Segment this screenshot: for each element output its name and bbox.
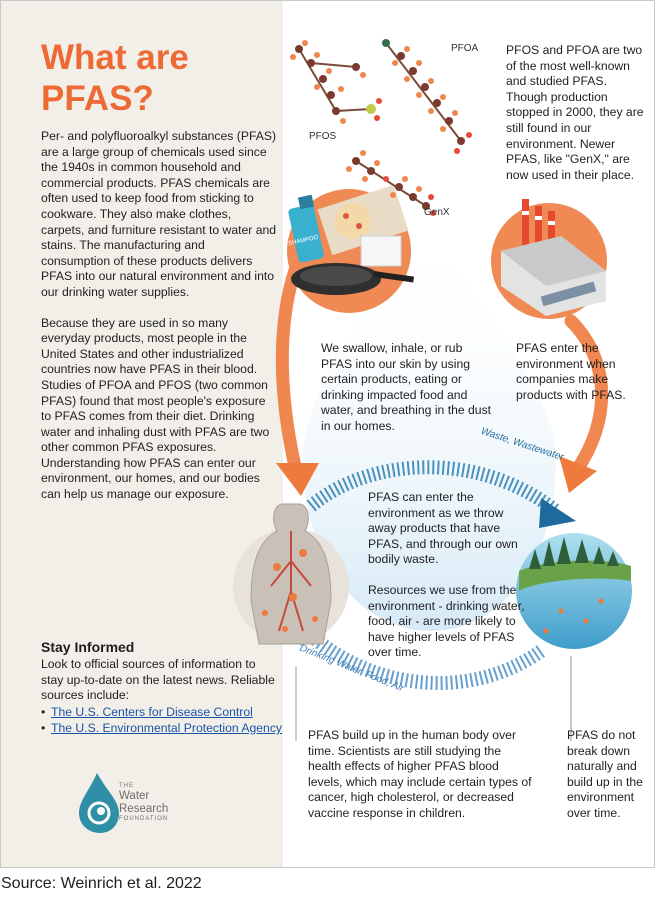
waste-arrowhead (539, 498, 576, 528)
intro-paragraph-1: Per- and polyfluoroalkyl substances (PFA… (41, 129, 277, 299)
factory-roof (501, 236, 606, 286)
left-orange-arrowhead (276, 463, 319, 496)
stay-informed-heading: Stay Informed (41, 639, 135, 655)
pan-handle (373, 271, 415, 283)
water-research-logo: THE Water Research FOUNDATION (119, 783, 168, 823)
title-line-2: PFAS? (41, 79, 154, 118)
napkin-box (360, 235, 402, 267)
blood-vessels (270, 531, 312, 632)
pfas-dot-4 (262, 610, 268, 616)
pizza-topping-2 (356, 223, 362, 229)
pfas-dot-5 (312, 616, 318, 622)
right-orange-arrow (564, 314, 609, 478)
stack-stripe-2 (535, 216, 542, 220)
smokestack-3 (548, 211, 555, 254)
shampoo-cap (297, 194, 315, 210)
pfas-infographic: What are PFAS? Per- and polyfluoroalkyl … (0, 0, 655, 868)
shampoo-bottle (288, 204, 324, 263)
source-caption: Source: Weinrich et al. 2022 (1, 875, 202, 892)
source-link-item[interactable]: The U.S. Environmental Protection Agency (41, 720, 282, 736)
pfas-dot-2 (299, 549, 307, 557)
stay-informed-body: Look to official sources of information … (41, 657, 275, 703)
logo-the: THE (119, 783, 134, 789)
lake-pfas-2 (583, 618, 589, 624)
pizza (335, 203, 371, 239)
pfas-dot-1 (273, 563, 281, 571)
enter-environment-description: PFAS enter the environment when companie… (516, 341, 626, 402)
pfas-dot-6 (282, 626, 288, 632)
waste-cycle-description: PFAS can enter the environment as we thr… (368, 490, 518, 567)
cdc-link[interactable]: The U.S. Centers for Disease Control (51, 705, 253, 719)
lake-circle (516, 533, 632, 649)
water-drop-shape (303, 211, 556, 631)
pfas-dot-3 (289, 593, 297, 601)
lake-pfas-1 (558, 608, 564, 614)
frying-pan-inner (300, 266, 372, 286)
pfoa-label: PFOA (451, 43, 479, 54)
epa-link[interactable]: The U.S. Environmental Protection Agency (51, 721, 283, 735)
genx-molecule (346, 150, 436, 216)
stack-stripe-3 (548, 221, 555, 225)
pfos-molecule (290, 40, 382, 124)
lake-trees (529, 537, 619, 569)
lake-pfas-3 (598, 598, 604, 604)
factory-windows (540, 281, 597, 307)
intro-text: Per- and polyfluoroalkyl substances (PFA… (41, 129, 277, 518)
right-orange-arrowhead (559, 456, 597, 493)
stack-stripe-1 (522, 211, 529, 215)
smokestack-2 (535, 206, 542, 254)
drinking-arrow (301, 625, 546, 690)
body-buildup-description: PFAS build up in the human body over tim… (308, 728, 532, 820)
logo-research: Research (119, 803, 169, 815)
lake-shore (519, 560, 631, 591)
water-research-logo-icon (79, 773, 119, 833)
environment-buildup-description: PFAS do not break down naturally and bui… (567, 728, 643, 820)
page-title: What are PFAS? (41, 37, 271, 119)
genx-label: GenX (424, 207, 450, 218)
waste-arrow (306, 460, 561, 517)
diagram-graphics (79, 39, 632, 833)
lake-pfas-4 (543, 628, 549, 634)
exposure-description: We swallow, inhale, or rub PFAS into our… (321, 341, 492, 433)
intro-paragraph-2: Because they are used in so many everyda… (41, 315, 270, 502)
logo-foundation: FOUNDATION (119, 816, 169, 822)
title-line-1: What are (41, 38, 189, 77)
pfoa-molecule (382, 39, 472, 154)
source-links: The U.S. Centers for Disease Control The… (41, 704, 282, 736)
pfos-label: PFOS (309, 131, 337, 142)
logo-water: Water (119, 790, 150, 802)
pizza-topping-1 (343, 213, 349, 219)
resources-cycle-description: Resources we use from the environment - … (368, 583, 525, 660)
smokestack-1 (522, 199, 529, 254)
pfos-pfoa-description: PFOS and PFOA are two of the most well-k… (506, 43, 644, 182)
source-link-item[interactable]: The U.S. Centers for Disease Control (41, 704, 282, 720)
